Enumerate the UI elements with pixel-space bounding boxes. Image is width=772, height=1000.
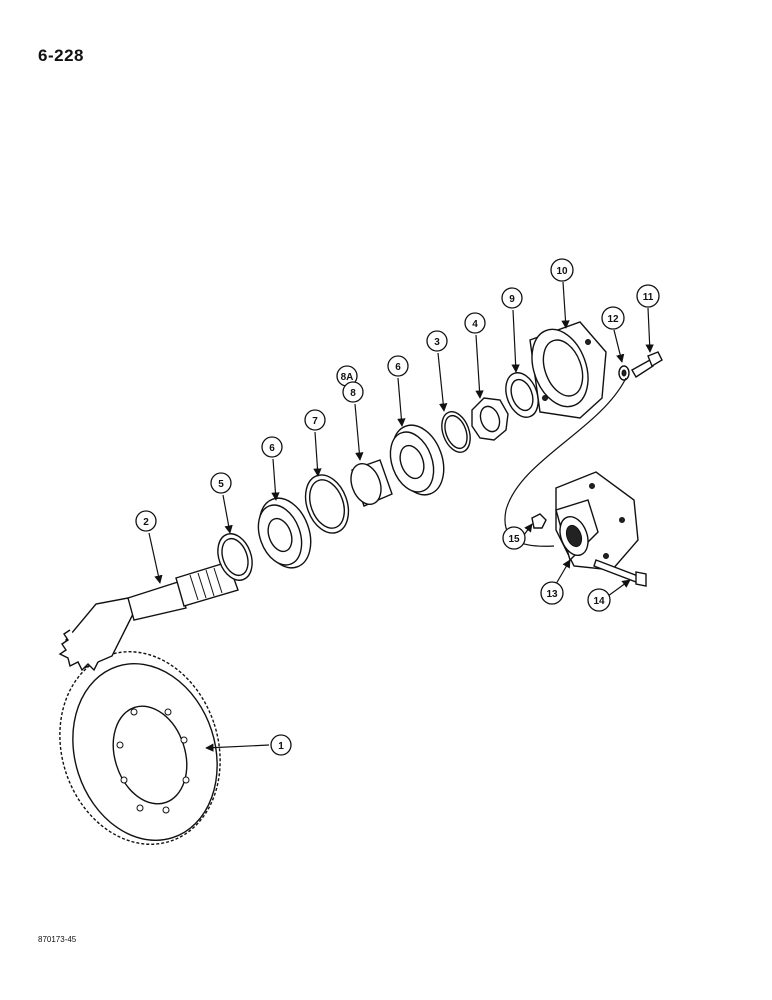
- svg-text:7: 7: [312, 416, 318, 427]
- callout-12: 12: [601, 306, 625, 330]
- callout-9: 9: [501, 287, 523, 309]
- svg-text:13: 13: [546, 589, 558, 600]
- callout-4: 4: [464, 312, 486, 334]
- callout-8: 8: [342, 381, 364, 403]
- slotted-nut-4: [471, 397, 509, 441]
- callout-3: 3: [426, 330, 448, 352]
- page-number: 6-228: [38, 46, 84, 65]
- callout-5: 5: [210, 472, 232, 494]
- washer-12: [618, 365, 630, 381]
- bolt-14: [593, 559, 647, 587]
- svg-text:15: 15: [508, 534, 520, 545]
- svg-text:2: 2: [143, 517, 149, 528]
- callout-10: 10: [550, 258, 574, 282]
- callout-6-upper: 6: [387, 355, 409, 377]
- callout-1: 1: [270, 734, 292, 756]
- callout-7: 7: [304, 409, 326, 431]
- bearing-housing-10: [529, 321, 607, 419]
- svg-text:8A: 8A: [341, 372, 354, 383]
- svg-text:6: 6: [395, 362, 401, 373]
- drawing-id: 870173-45: [38, 935, 77, 944]
- callout-6-lower: 6: [261, 436, 283, 458]
- bearing-6-upper: [389, 424, 445, 496]
- callout-15: 15: [502, 526, 526, 550]
- sleeve-8: [350, 459, 393, 507]
- callout-2: 2: [135, 510, 157, 532]
- nut-15: [531, 513, 547, 529]
- leader-arrows: [148, 281, 654, 752]
- svg-text:8: 8: [350, 388, 356, 399]
- yoke-flange-13: [555, 471, 639, 571]
- callout-14: 14: [587, 588, 611, 612]
- svg-text:10: 10: [556, 266, 568, 277]
- svg-text:11: 11: [643, 292, 654, 303]
- seal-9: [505, 372, 539, 418]
- pinion-shaft: [58, 561, 239, 672]
- callout-11: 11: [636, 284, 660, 308]
- snap-ring-3: [441, 411, 471, 453]
- snap-ring-5: [217, 533, 253, 581]
- svg-text:6: 6: [269, 443, 275, 454]
- svg-text:3: 3: [434, 337, 440, 348]
- svg-text:9: 9: [509, 294, 515, 305]
- bolt-11: [631, 351, 663, 378]
- ring-gear: [59, 651, 221, 845]
- svg-text:14: 14: [593, 596, 605, 607]
- bearing-6-lower: [257, 497, 312, 569]
- svg-text:12: 12: [607, 314, 619, 325]
- callout-13: 13: [540, 581, 564, 605]
- svg-text:4: 4: [472, 319, 478, 330]
- svg-text:5: 5: [218, 479, 224, 490]
- svg-text:1: 1: [278, 741, 284, 752]
